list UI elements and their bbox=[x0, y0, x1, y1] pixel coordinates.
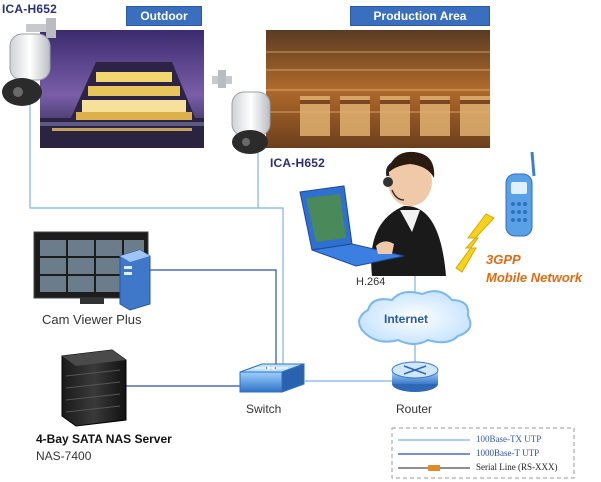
nas-title-label: 4-Bay SATA NAS Server bbox=[36, 432, 172, 446]
mobile-network-label-line2: Mobile Network bbox=[486, 270, 583, 285]
outdoor-header: Outdoor bbox=[126, 6, 202, 26]
link-cam-viewer bbox=[148, 269, 277, 372]
internet-label: Internet bbox=[384, 312, 429, 326]
production-scene-photo bbox=[266, 30, 490, 148]
middle-camera-label: ICA-H652 bbox=[270, 156, 325, 170]
network-router bbox=[391, 361, 439, 392]
router-label: Router bbox=[396, 402, 433, 416]
laptop-user bbox=[299, 151, 446, 276]
mobile-phone bbox=[505, 151, 536, 237]
cam-viewer-label: Cam Viewer Plus bbox=[42, 312, 142, 327]
legend-label-serial: Serial Line (RS-XXX) bbox=[476, 462, 558, 472]
nas-model-label: NAS-7400 bbox=[36, 449, 92, 463]
connection-lines bbox=[29, 102, 416, 387]
mobile-network-label-line1: 3GPP bbox=[486, 252, 521, 267]
legend-box bbox=[391, 427, 575, 479]
switch-label: Switch bbox=[246, 402, 282, 416]
outdoor-scene-photo bbox=[40, 30, 204, 148]
link-outdoor-camera bbox=[29, 102, 284, 372]
production-area-header: Production Area bbox=[350, 6, 490, 26]
outdoor-dome-camera bbox=[2, 18, 56, 106]
cam-viewer-pc-tower bbox=[119, 249, 151, 311]
codec-label: H.264 bbox=[356, 276, 386, 288]
legend-label-100base: 100Base-TX UTP bbox=[476, 434, 542, 444]
legend-label-1000base: 1000Base-T UTP bbox=[476, 448, 540, 458]
network-switch bbox=[239, 363, 305, 393]
production-dome-camera bbox=[212, 70, 271, 154]
wireless-lightning-icon bbox=[455, 213, 495, 273]
internet-cloud bbox=[358, 290, 472, 345]
nas-server bbox=[61, 349, 127, 427]
top-left-camera-label: ICA-H652 bbox=[2, 2, 57, 16]
